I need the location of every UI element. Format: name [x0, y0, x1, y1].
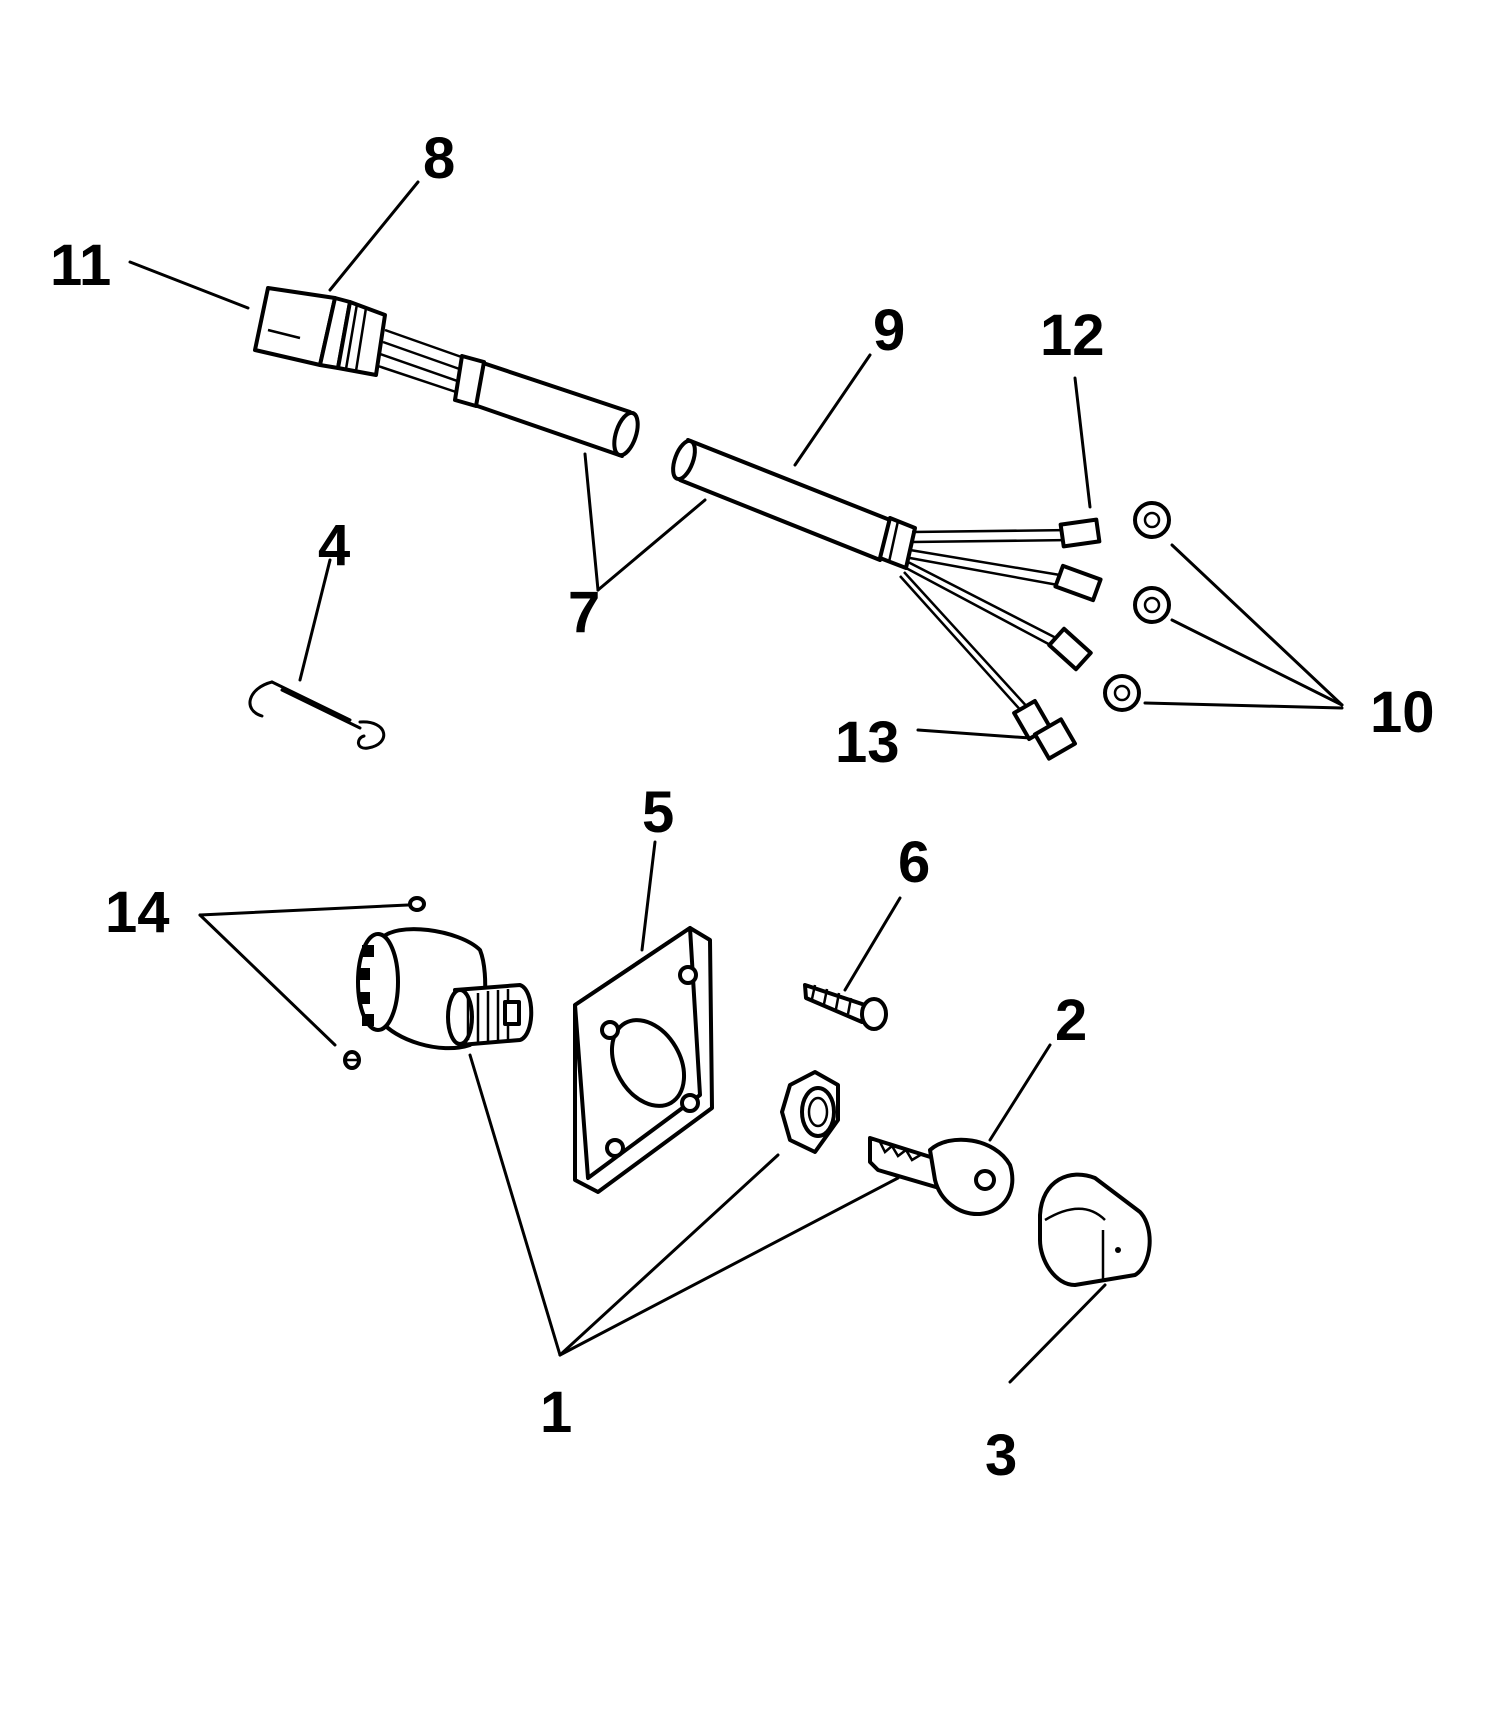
leader-7b	[596, 498, 707, 592]
retaining-clip	[248, 680, 386, 750]
leader-10a	[1170, 543, 1344, 707]
callout-6: 6	[898, 830, 930, 895]
callout-1: 1	[540, 1380, 572, 1445]
callout-3: 3	[985, 1423, 1017, 1488]
leader-6	[843, 896, 902, 992]
leader-8	[328, 180, 420, 292]
ignition-switch	[356, 927, 534, 1051]
leader-10b	[1170, 618, 1344, 707]
mounting-screw	[803, 983, 888, 1031]
leader-3	[1008, 1283, 1107, 1384]
harness-leads	[899, 528, 1073, 715]
leader-12	[1073, 376, 1092, 509]
leader-11	[128, 260, 250, 310]
callout-8: 8	[423, 126, 455, 191]
switch-boot	[1038, 1172, 1152, 1287]
leader-2	[988, 1043, 1052, 1142]
plug-connector	[253, 286, 387, 377]
callout-9: 9	[873, 298, 905, 363]
terminal-screw-bottom	[343, 1050, 361, 1070]
callout-10: 10	[1370, 680, 1435, 745]
terminal-screw-top	[408, 896, 426, 912]
leader-13	[916, 728, 1032, 740]
ring-terminals	[1047, 501, 1171, 712]
harness-segment-upper	[453, 354, 640, 458]
callout-5: 5	[642, 780, 674, 845]
leader-9	[793, 353, 872, 467]
leader-1b	[558, 1153, 780, 1357]
leader-10c	[1143, 701, 1344, 710]
callout-13: 13	[835, 710, 900, 775]
leader-14b	[198, 913, 337, 1047]
callout-2: 2	[1055, 988, 1087, 1053]
callout-4: 4	[318, 513, 350, 578]
callout-12: 12	[1040, 303, 1105, 368]
leader-7a	[583, 452, 600, 592]
leader-1c	[558, 1176, 900, 1357]
callout-7: 7	[568, 580, 600, 645]
callout-11: 11	[50, 233, 111, 298]
leader-14a	[198, 903, 410, 917]
leader-lines	[128, 180, 1344, 1384]
spade-terminal	[1012, 699, 1077, 761]
harness-segment-lower	[671, 438, 917, 570]
leader-4	[298, 558, 332, 682]
connector-wires	[377, 328, 471, 396]
callout-14: 14	[105, 880, 170, 945]
leader-5	[640, 840, 657, 952]
mounting-plate	[573, 926, 714, 1194]
hex-nut	[780, 1070, 840, 1154]
ignition-key	[868, 1136, 1015, 1217]
leader-1a	[468, 1053, 562, 1357]
